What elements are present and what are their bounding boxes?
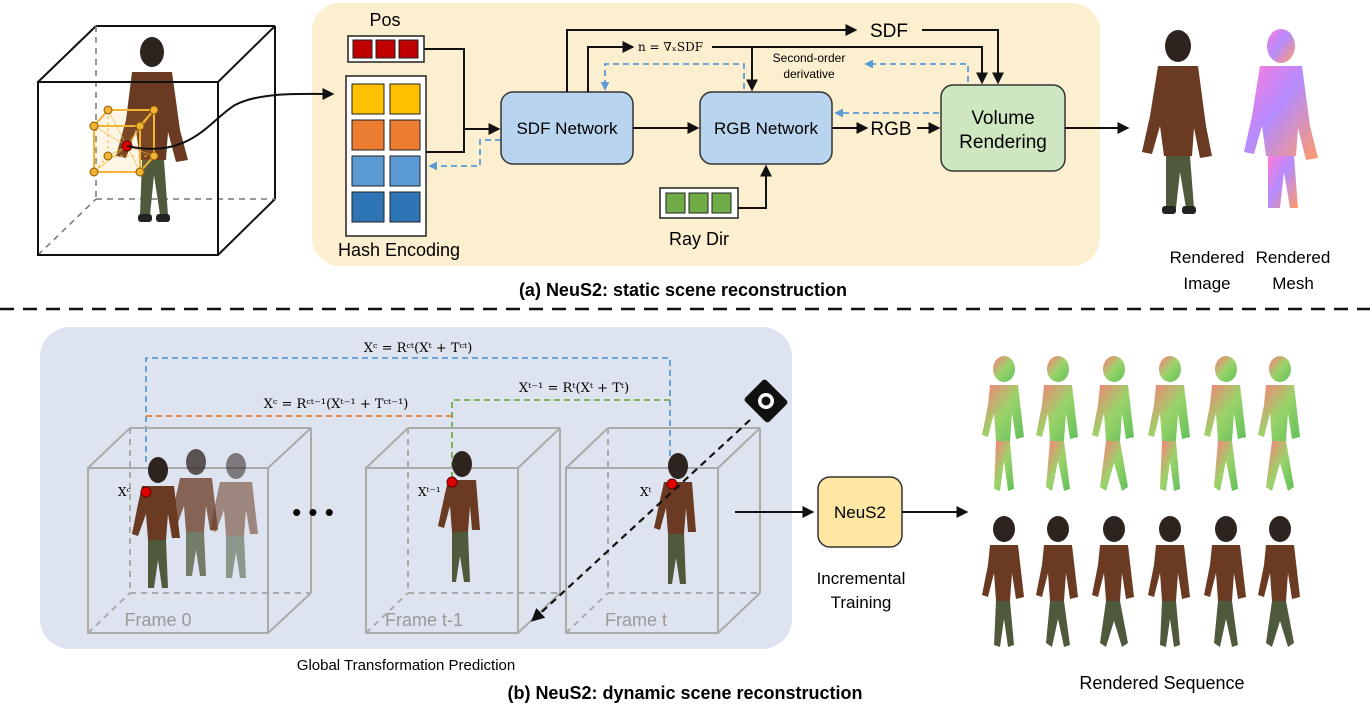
rendered-mesh-label-1: Rendered: [1256, 248, 1331, 267]
panel-b-caption: (b) NeuS2: dynamic scene reconstruction: [507, 683, 862, 703]
rgb-output-label: RGB: [870, 119, 911, 140]
sdf-network-label: SDF Network: [516, 119, 618, 138]
point-xc: [140, 486, 152, 498]
pos-label: Pos: [369, 10, 400, 30]
sequence-image: [1258, 516, 1300, 647]
ray-dir-label: Ray Dir: [669, 229, 729, 249]
volume-rendering-label-2: Rendering: [959, 132, 1047, 153]
frame-0-label: Frame 0: [124, 610, 191, 630]
rgb-network-label: RGB Network: [714, 119, 818, 138]
sequence-mesh: [1148, 356, 1190, 491]
panel-b: Xᶜ = Rᶜᵗ(Xᵗ + Tᶜᵗ) Xᶜ = Rᶜᵗ⁻¹(Xᵗ⁻¹ + Tᶜᵗ…: [40, 327, 1300, 703]
panel-a: Pos Hash Encoding SDF Network: [37, 3, 1331, 300]
frame-t-cube: [565, 427, 761, 634]
rendered-image: [1142, 30, 1212, 214]
rendered-sequence-meshes: [982, 356, 1300, 491]
sequence-mesh: [982, 356, 1024, 491]
point-xt: [666, 478, 678, 490]
sequence-image: [1092, 516, 1134, 647]
frame-0-cube: [87, 427, 312, 634]
incremental-training-label-1: Incremental: [817, 569, 906, 588]
point-xtm1: [446, 476, 458, 488]
sequence-mesh: [1036, 356, 1078, 491]
equation-right: Xᵗ⁻¹ = Rᵗ(Xᵗ + Tᵗ): [519, 381, 629, 396]
second-order-label-2: derivative: [783, 67, 835, 81]
second-order-label-1: Second-order: [773, 51, 846, 65]
frame-tm1-person: [438, 451, 480, 582]
point-xt-label: Xᵗ: [640, 485, 652, 499]
panel-a-caption: (a) NeuS2: static scene reconstruction: [519, 280, 847, 300]
frame-t-label: Frame t: [605, 610, 667, 630]
neus2-label: NeuS2: [834, 503, 886, 522]
rendered-sequence-label: Rendered Sequence: [1079, 673, 1244, 693]
sequence-mesh: [1258, 356, 1300, 491]
rendered-sequence-images: [982, 516, 1300, 647]
ray-direction-encoding: [659, 187, 739, 219]
hash-encoding-grid: [345, 75, 427, 237]
sdf-output-label: SDF: [870, 21, 908, 42]
equation-top: Xᶜ = Rᶜᵗ(Xᵗ + Tᶜᵗ): [364, 341, 473, 356]
sequence-mesh: [1092, 356, 1134, 491]
equation-middle: Xᶜ = Rᶜᵗ⁻¹(Xᵗ⁻¹ + Tᶜᵗ⁻¹): [264, 397, 409, 412]
sequence-image: [1036, 516, 1078, 647]
normal-equation: n = ∇ₓSDF: [638, 40, 703, 54]
point-xc-label: Xᶜ: [118, 485, 131, 499]
pos-encoding: [347, 35, 425, 63]
frame-0-persons: [132, 449, 258, 588]
rendered-image-label-2: Image: [1183, 274, 1230, 293]
camera-ray: [531, 419, 751, 622]
frame-tm1-label: Frame t-1: [385, 610, 463, 630]
person-figure: [116, 37, 188, 222]
volume-rendering-label-1: Volume: [971, 108, 1034, 129]
hash-encoding-label: Hash Encoding: [338, 240, 460, 260]
rendered-mesh-label-2: Mesh: [1272, 274, 1314, 293]
camera-icon: [744, 379, 788, 423]
rendered-mesh: [1244, 29, 1318, 208]
frame-t-person: [654, 453, 696, 584]
ellipsis-dots: • • •: [292, 497, 334, 527]
sequence-image: [1148, 516, 1190, 647]
incremental-training-label-2: Training: [831, 593, 892, 612]
input-scene-cube: [37, 25, 335, 256]
sequence-image: [982, 516, 1024, 647]
sequence-mesh: [1204, 356, 1246, 491]
point-xtm1-label: Xᵗ⁻¹: [418, 485, 441, 499]
voxel-grid: [89, 105, 159, 177]
rendered-image-label-1: Rendered: [1170, 248, 1245, 267]
sequence-image: [1204, 516, 1246, 647]
global-transformation-label: Global Transformation Prediction: [297, 657, 515, 674]
